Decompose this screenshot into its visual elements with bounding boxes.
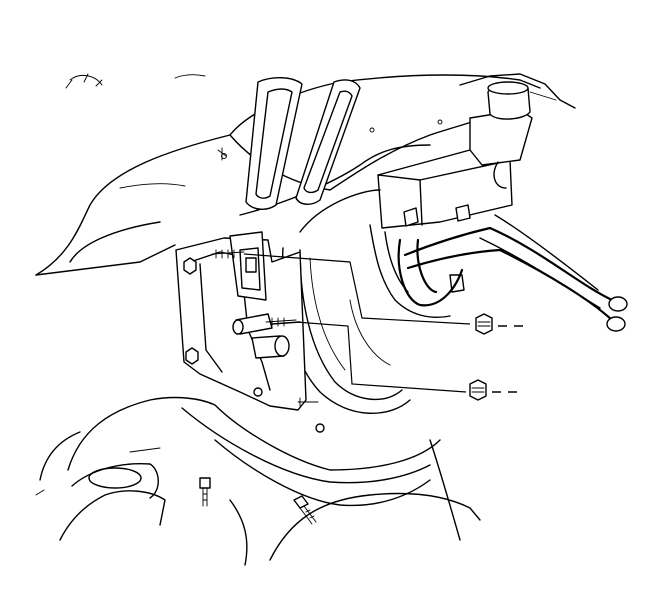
brake-lines xyxy=(397,214,628,332)
loose-bolt-right xyxy=(293,495,317,525)
loose-bolt-left xyxy=(199,477,211,507)
vent-slots xyxy=(245,77,361,210)
lower-body-structure xyxy=(35,396,481,566)
mounting-stud-upper xyxy=(211,249,471,325)
nut-upper xyxy=(475,313,528,335)
master-cylinder-reservoir xyxy=(377,73,576,229)
push-rod-assembly xyxy=(232,313,301,359)
mounting-stud-lower xyxy=(265,317,467,393)
nut-lower xyxy=(469,379,522,401)
bracket-fasteners xyxy=(183,147,325,433)
